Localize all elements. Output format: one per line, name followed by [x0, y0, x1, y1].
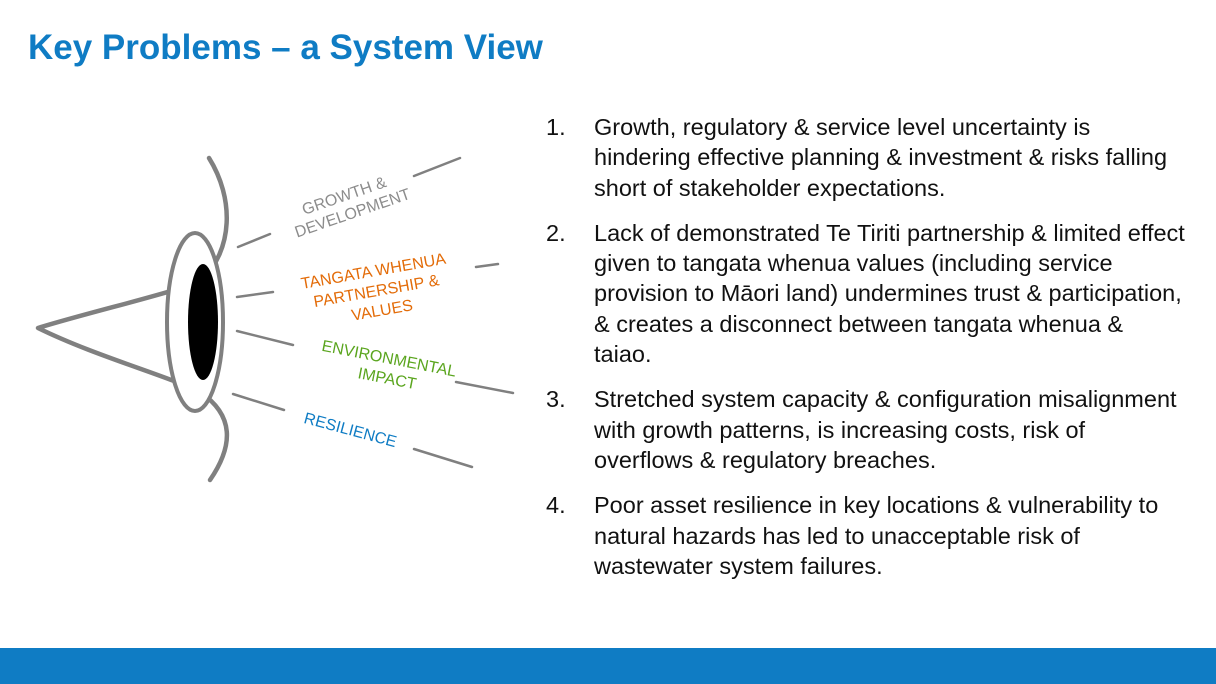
footer-bar — [0, 648, 1216, 684]
lens-label-resilience: RESILIENCE — [302, 410, 398, 451]
problem-text: Poor asset resilience in key locations &… — [594, 492, 1159, 579]
problem-item-1: 1. Growth, regulatory & service level un… — [546, 112, 1186, 203]
sight-line-segment — [412, 156, 462, 178]
problem-number: 1. — [546, 114, 566, 140]
sight-line-segment — [235, 329, 295, 347]
sight-line-segment — [235, 290, 275, 299]
lens-label-environmental: ENVIRONMENTAL IMPACT — [316, 338, 461, 401]
problem-item-3: 3. Stretched system capacity & configura… — [546, 384, 1186, 475]
slide-title: Key Problems – a System View — [28, 28, 543, 67]
sight-line-segment — [412, 447, 474, 469]
problem-text: Lack of demonstrated Te Tiriti partnersh… — [594, 219, 1185, 368]
problem-number: 2. — [546, 219, 566, 246]
key-problems-list: 1. Growth, regulatory & service level un… — [546, 112, 1186, 596]
eye-lens-diagram: GROWTH & DEVELOPMENT TANGATA WHENUA PART… — [35, 155, 515, 483]
lens-label-growth: GROWTH & DEVELOPMENT — [287, 168, 413, 241]
pupil-icon — [188, 264, 218, 380]
sight-line-segment — [236, 232, 272, 249]
sight-line-segment — [454, 380, 515, 395]
sight-line-segment — [231, 392, 286, 412]
eye-outline — [35, 155, 230, 483]
problem-item-4: 4. Poor asset resilience in key location… — [546, 490, 1186, 581]
lens-label-tangata-whenua: TANGATA WHENUA PARTNERSHIP & VALUES — [300, 250, 458, 332]
problem-item-2: 2. Lack of demonstrated Te Tiriti partne… — [546, 218, 1186, 369]
problem-number: 4. — [546, 492, 566, 519]
problem-text: Stretched system capacity & configuratio… — [594, 386, 1177, 473]
problem-text: Growth, regulatory & service level uncer… — [594, 114, 1168, 201]
sight-line-segment — [474, 262, 500, 269]
lens-resilience-line1: RESILIENCE — [302, 410, 398, 451]
sight-lines — [231, 156, 515, 469]
problem-number: 3. — [546, 386, 566, 413]
